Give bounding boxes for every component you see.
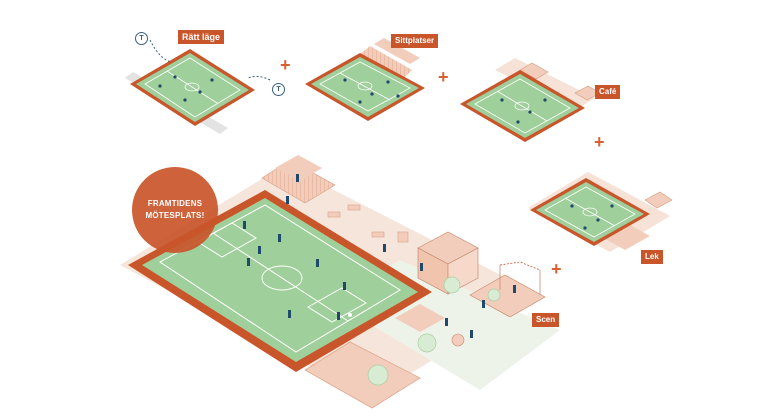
transit-icon-left: T xyxy=(135,32,148,45)
pitch-cafe xyxy=(460,58,601,142)
label-lek: Lek xyxy=(641,250,663,264)
players xyxy=(243,174,516,338)
headline-line-1: FRAMTIDENS xyxy=(147,199,203,208)
label-sittplatser: Sittplatser xyxy=(391,34,439,48)
pitch-lek xyxy=(528,172,673,252)
pitch-ratt-lage xyxy=(125,39,271,134)
plus-sign-1: + xyxy=(280,55,291,75)
pitch-sittplatser xyxy=(305,38,425,121)
plus-sign-3: + xyxy=(594,132,605,152)
plus-sign-2: + xyxy=(438,67,449,87)
headline-circle: FRAMTIDENS MÖTESPLATS! xyxy=(132,167,218,253)
plus-sign-4: + xyxy=(551,259,562,279)
label-cafe: Café xyxy=(595,85,621,99)
headline-line-2: MÖTESPLATS! xyxy=(145,211,205,220)
stage xyxy=(469,261,546,318)
transit-icon-right: T xyxy=(272,83,285,96)
label-ratt-lage: Rätt läge xyxy=(178,30,225,44)
cafe-building xyxy=(417,231,479,295)
label-scen: Scen xyxy=(532,313,560,327)
